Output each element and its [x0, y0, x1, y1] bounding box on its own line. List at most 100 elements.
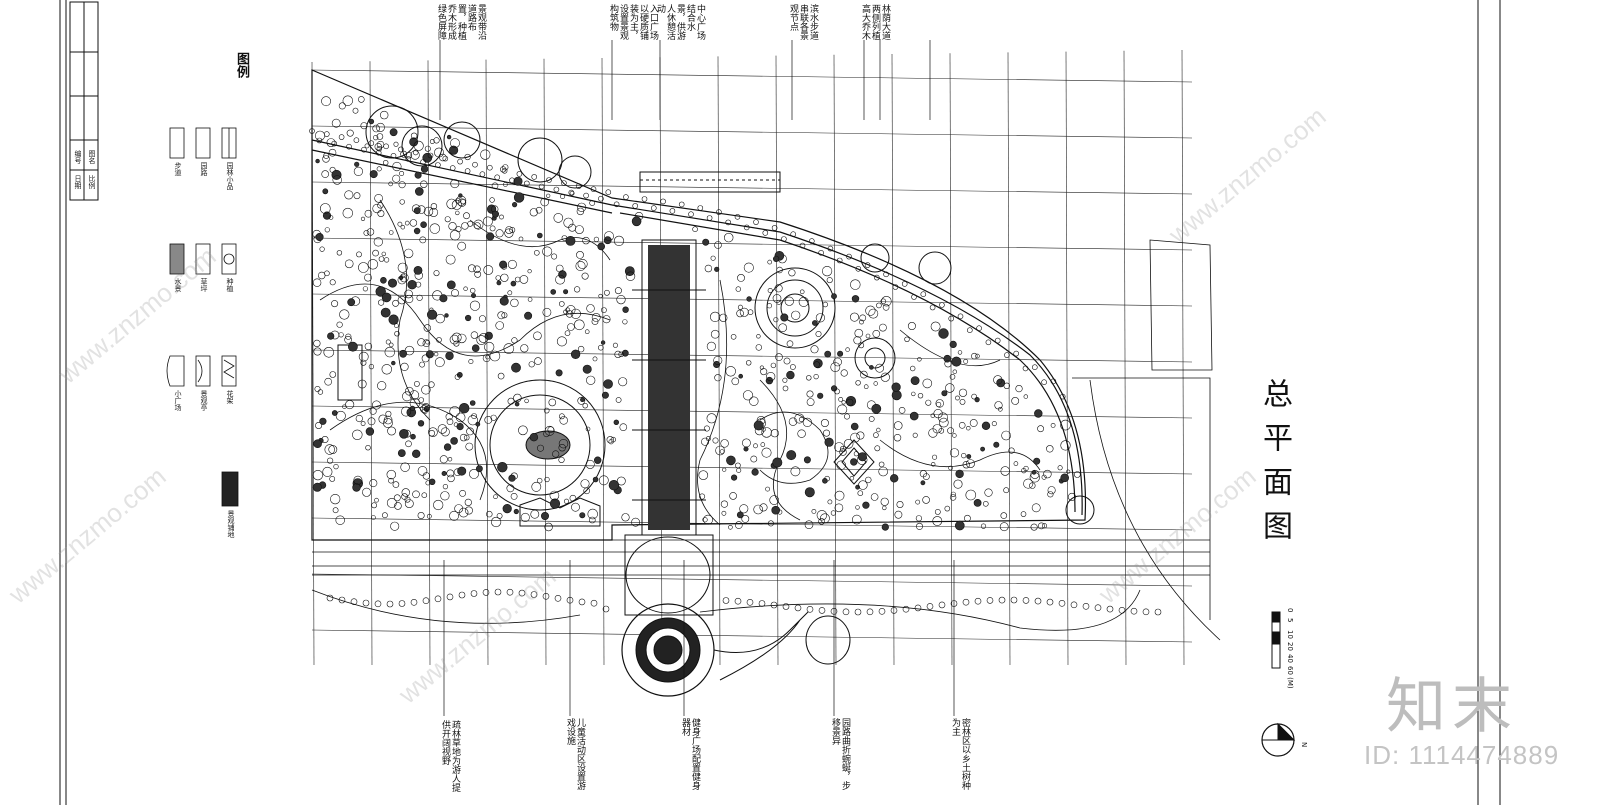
- tree-symbol: [719, 313, 728, 322]
- tree-symbol: [881, 296, 892, 307]
- tree-symbol: [739, 504, 749, 514]
- tree-symbol: [1000, 512, 1008, 519]
- tree-symbol: [910, 376, 920, 385]
- tree-symbol: [761, 447, 772, 458]
- tree-symbol: [592, 476, 599, 483]
- tree-symbol: [520, 512, 530, 522]
- tree-symbol: [982, 500, 989, 507]
- tree-symbol: [993, 441, 1000, 448]
- tree-symbol: [329, 371, 337, 378]
- tree-symbol: [720, 439, 729, 448]
- tree-symbol: [736, 467, 742, 473]
- tree-symbol: [362, 286, 369, 292]
- tree-symbol: [459, 403, 470, 414]
- tree-symbol: [373, 237, 383, 247]
- tree-symbol: [513, 393, 522, 403]
- plan-title: 总平面图: [1257, 378, 1292, 554]
- grid-line-vertical: [1007, 52, 1011, 666]
- tree-symbol: [354, 161, 360, 167]
- tree-symbol: [321, 96, 331, 107]
- tree-symbol: [385, 410, 392, 417]
- tree-symbol: [613, 419, 619, 425]
- street-tree-symbol: [966, 327, 973, 334]
- tree-symbol: [544, 425, 555, 436]
- tree-symbol: [412, 449, 421, 458]
- tree-symbol: [915, 499, 921, 505]
- street-tree-symbol: [590, 186, 597, 192]
- tree-symbol: [736, 309, 744, 318]
- tree-symbol: [464, 498, 472, 507]
- tree-symbol: [955, 469, 964, 479]
- tree-symbol: [376, 166, 382, 172]
- tree-symbol: [745, 360, 752, 366]
- tree-symbol: [871, 403, 882, 414]
- tree-symbol: [446, 469, 455, 478]
- tree-symbol: [319, 417, 327, 425]
- tree-symbol: [1041, 474, 1047, 480]
- tree-symbol: [1047, 491, 1054, 498]
- tree-symbol: [922, 473, 930, 480]
- tree-symbol: [315, 421, 323, 429]
- tree-symbol: [743, 446, 749, 452]
- tree-symbol: [458, 193, 463, 198]
- street-tree-symbol: [994, 337, 1001, 344]
- tree-symbol: [441, 470, 447, 476]
- tree-symbol: [513, 192, 525, 203]
- street-tree-symbol: [948, 315, 955, 322]
- tree-symbol: [423, 324, 431, 332]
- tree-symbol: [583, 487, 591, 495]
- tree-symbol: [798, 416, 804, 422]
- street-tree-symbol: [697, 205, 704, 211]
- tree-symbol: [458, 507, 469, 518]
- tree-symbol: [710, 255, 716, 261]
- tree-symbol: [543, 430, 550, 438]
- tree-symbol: [980, 523, 987, 529]
- street-tree-symbol: [864, 262, 871, 268]
- tree-symbol: [467, 415, 478, 426]
- tree-symbol: [486, 510, 493, 518]
- tree-symbol: [428, 430, 435, 437]
- tree-symbol: [405, 294, 414, 304]
- tree-symbol: [915, 522, 923, 530]
- street-tree-symbol: [762, 230, 769, 236]
- tree-symbol: [579, 512, 586, 519]
- tree-symbol: [767, 259, 773, 265]
- street-tree-symbol: [523, 180, 530, 187]
- tree-symbol: [520, 344, 529, 353]
- tree-symbol: [758, 600, 766, 607]
- tree-symbol: [786, 340, 794, 348]
- scale-bar: [1271, 611, 1281, 669]
- tree-symbol: [788, 417, 798, 426]
- tree-symbol: [342, 95, 353, 106]
- tree-symbol: [565, 235, 576, 246]
- tree-symbol: [773, 317, 779, 323]
- tree-symbol: [313, 339, 321, 348]
- tree-symbol: [312, 278, 322, 287]
- tree-symbol: [372, 203, 382, 214]
- street-tree-symbol: [486, 164, 493, 171]
- street-tree-symbol: [883, 271, 889, 278]
- tree-symbol: [999, 522, 1009, 532]
- tree-symbol: [414, 187, 424, 196]
- tree-symbol: [456, 423, 464, 431]
- tree-symbol: [388, 477, 394, 484]
- tree-symbol: [464, 506, 473, 515]
- tree-symbol: [961, 453, 967, 459]
- tree-symbol: [934, 508, 941, 515]
- tree-symbol: [811, 508, 817, 514]
- legend-label: 花架: [226, 390, 234, 404]
- tree-symbol: [380, 110, 389, 120]
- tree-symbol: [1094, 604, 1102, 612]
- tree-symbol: [1013, 461, 1019, 466]
- street-tree-symbol: [605, 189, 612, 195]
- tree-symbol: [938, 427, 945, 434]
- tree-symbol: [445, 413, 453, 421]
- tree-symbol: [907, 321, 916, 330]
- tree-symbol: [514, 401, 520, 407]
- tree-symbol: [420, 180, 428, 188]
- tree-symbol: [371, 515, 376, 520]
- tree-symbol: [1066, 469, 1071, 474]
- tree-symbol: [873, 432, 879, 438]
- tree-symbol: [503, 343, 515, 354]
- grid-line-horizontal: [311, 461, 1193, 475]
